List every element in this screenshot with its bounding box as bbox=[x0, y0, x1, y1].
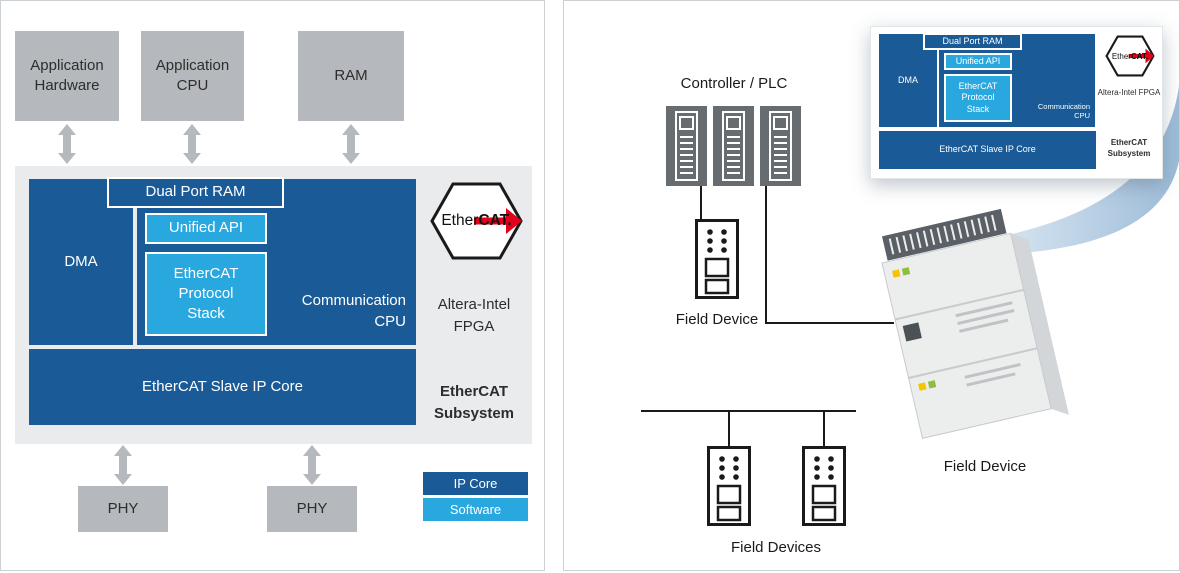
block-diagram-panel: Application Hardware Application CPU RAM… bbox=[0, 0, 545, 571]
mini-unified-api-box: Unified API bbox=[944, 53, 1012, 70]
mini-protocol-stack-box: EtherCAT Protocol Stack bbox=[944, 74, 1012, 122]
mini-protocol-stack-label: EtherCAT Protocol Stack bbox=[958, 81, 998, 114]
legend-ip-core: IP Core bbox=[423, 472, 528, 495]
slave-ip-core-box: EtherCAT Slave IP Core bbox=[29, 349, 416, 425]
phy-left-label: PHY bbox=[107, 499, 139, 517]
mini-dual-port-ram-label: Dual Port RAM bbox=[942, 35, 1003, 46]
subsystem-label: EtherCAT Subsystem bbox=[433, 383, 515, 422]
communication-cpu-label: Communication CPU bbox=[301, 291, 406, 331]
dma-label: DMA bbox=[64, 252, 98, 270]
mini-fpga-label: Altera-Intel FPGA bbox=[1097, 88, 1161, 97]
mini-dual-port-ram-box: Dual Port RAM bbox=[923, 33, 1022, 50]
field-device-illustration bbox=[881, 208, 1069, 439]
ram-box: RAM bbox=[298, 31, 404, 121]
legend-ip-core-label: IP Core bbox=[453, 476, 498, 491]
logo-prefix: Ether bbox=[441, 212, 479, 229]
phy-right-box: PHY bbox=[267, 486, 357, 532]
dual-port-ram-label: Dual Port RAM bbox=[145, 183, 246, 201]
mini-communication-cpu-label: Communication CPU bbox=[1037, 101, 1090, 121]
mini-unified-api-label: Unified API bbox=[955, 55, 1001, 66]
unified-api-box: Unified API bbox=[145, 213, 267, 244]
field-device-icon bbox=[707, 446, 751, 526]
double-arrow-icon bbox=[58, 124, 76, 164]
controller-rack-icon bbox=[666, 106, 801, 186]
swoosh-graphic bbox=[902, 86, 1179, 256]
mini-slave-ip-core-box: EtherCAT Slave IP Core bbox=[879, 131, 1096, 169]
mini-logo-bold: CAT. bbox=[1130, 51, 1149, 61]
field-device-icon bbox=[802, 446, 846, 526]
unified-api-label: Unified API bbox=[168, 219, 244, 237]
slave-ip-core-label: EtherCAT Slave IP Core bbox=[142, 377, 303, 395]
legend-software-label: Software bbox=[449, 502, 502, 517]
double-arrow-icon bbox=[114, 445, 132, 485]
mini-slave-ip-core-label: EtherCAT Slave IP Core bbox=[939, 144, 1036, 155]
field-device-label: Field Device bbox=[675, 311, 759, 328]
network-art-layer bbox=[641, 106, 1069, 526]
application-hardware-label: Application Hardware bbox=[30, 56, 104, 94]
legend-software: Software bbox=[423, 498, 528, 521]
ethercat-hexagon-icon bbox=[430, 182, 523, 260]
field-devices-label: Field Devices bbox=[730, 539, 822, 556]
double-arrow-icon bbox=[342, 124, 360, 164]
protocol-stack-label: EtherCAT Protocol Stack bbox=[173, 264, 239, 323]
logo-bold: CAT. bbox=[478, 212, 512, 229]
dual-port-ram-box: Dual Port RAM bbox=[107, 177, 284, 208]
application-hardware-box: Application Hardware bbox=[15, 31, 119, 121]
fpga-container: DMA Communication CPU Dual Port RAM Unif… bbox=[15, 166, 532, 444]
subsystem-inset-diagram: DMA Communication CPU Dual Port RAM Unif… bbox=[870, 26, 1163, 179]
protocol-stack-box: EtherCAT Protocol Stack bbox=[145, 252, 267, 336]
field-device-main-label: Field Device bbox=[943, 458, 1027, 475]
application-cpu-box: Application CPU bbox=[141, 31, 244, 121]
mini-logo-prefix: Ether bbox=[1111, 51, 1131, 61]
application-cpu-label: Application CPU bbox=[155, 56, 230, 94]
connection-lines bbox=[641, 186, 894, 446]
phy-left-box: PHY bbox=[78, 486, 168, 532]
double-arrow-icon bbox=[183, 124, 201, 164]
network-diagram-panel: Controller / PLC Field Device Field Devi… bbox=[563, 0, 1180, 571]
fpga-label: Altera-Intel FPGA bbox=[437, 296, 511, 335]
phy-right-label: PHY bbox=[296, 499, 328, 517]
field-device-icon bbox=[695, 219, 739, 299]
mini-dma-label: DMA bbox=[898, 74, 918, 85]
ram-label: RAM bbox=[334, 66, 368, 84]
mini-ethercat-hexagon-icon bbox=[1105, 35, 1155, 77]
mini-subsystem-label: EtherCAT Subsystem bbox=[1107, 138, 1151, 159]
controller-plc-label: Controller / PLC bbox=[680, 75, 788, 92]
double-arrow-icon bbox=[303, 445, 321, 485]
